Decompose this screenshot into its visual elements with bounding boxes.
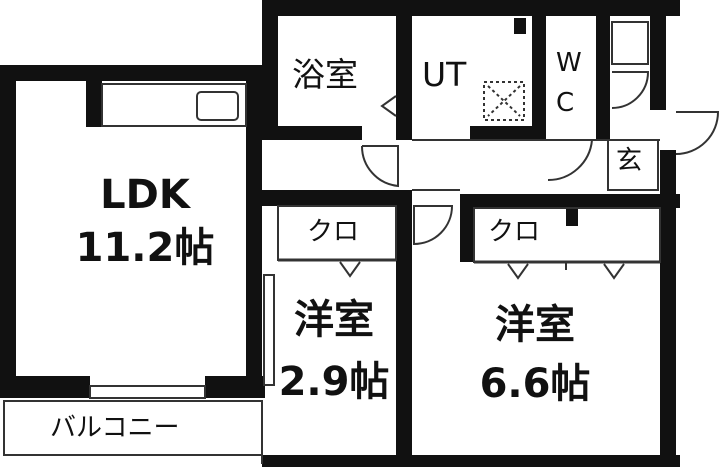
wall-ldk-left [0, 65, 16, 387]
bath-door-arrow [380, 95, 397, 117]
wall-bath-bottom [262, 126, 362, 140]
washer-diag-2 [487, 85, 521, 117]
wall-closet-large-post [566, 194, 578, 226]
wall-ldk-right [246, 65, 262, 395]
wall-ut-post [514, 18, 526, 34]
sink [196, 91, 239, 121]
walls [0, 0, 680, 467]
kitchen-counter [101, 83, 247, 127]
wall-closet-large-left [460, 194, 474, 262]
wall-rooms-divider [396, 190, 412, 467]
balcony-label: バルコニー [50, 413, 180, 443]
closet-small-label: クロ [307, 217, 360, 247]
closet-small-arrow [339, 261, 361, 278]
wall-right-upper [650, 0, 666, 110]
wall-kitchen-stub [86, 65, 102, 127]
wall-wc-right [596, 16, 610, 140]
ldk-size: 11.2帖 [75, 225, 215, 271]
western-large-name: 洋室 [495, 302, 575, 348]
closet-large-arrow-1 [507, 263, 529, 280]
wall-bath-left [262, 0, 278, 140]
wall-ut-bottom [470, 126, 540, 140]
shoe-box [611, 21, 649, 65]
door-swing-wc [611, 71, 650, 109]
western-small-name: 洋室 [294, 297, 374, 343]
door-swing-entrance [675, 111, 720, 155]
door-swing-ut [547, 139, 594, 182]
washer-pan [483, 81, 525, 121]
balcony-sash [89, 385, 206, 399]
wall-right-lower [660, 150, 676, 467]
wall-ut-wc [532, 16, 546, 140]
wall-ldk-bottom-right [205, 376, 265, 398]
wall-bottom [262, 455, 680, 467]
utility-label: UT [422, 55, 467, 94]
wall-bath-ut [396, 0, 412, 140]
western-large-size: 6.6帖 [479, 361, 591, 407]
toilet-label-w: W [556, 48, 582, 78]
closet-large-label: クロ [488, 217, 541, 247]
wall-ldk-top [0, 65, 262, 81]
balcony-outline [3, 400, 263, 456]
fixtures [3, 21, 720, 464]
door-swing-bedroom [413, 205, 454, 246]
toilet-label-c: C [556, 88, 575, 118]
washer-diag-1 [487, 85, 521, 117]
entrance-label: 玄 [616, 146, 643, 176]
closet-large-arrow-2 [603, 263, 625, 280]
western-small-size: 2.9帖 [278, 359, 390, 405]
entrance-outline [607, 139, 659, 191]
wall-ldk-bottom-left [0, 376, 90, 398]
door-swing-ldk [360, 145, 399, 188]
wall-top [262, 0, 680, 16]
sliding-door [263, 274, 275, 386]
wall-closet-small-top [262, 190, 412, 206]
bath-label: 浴室 [292, 55, 358, 94]
ldk-name: LDK [100, 172, 190, 218]
